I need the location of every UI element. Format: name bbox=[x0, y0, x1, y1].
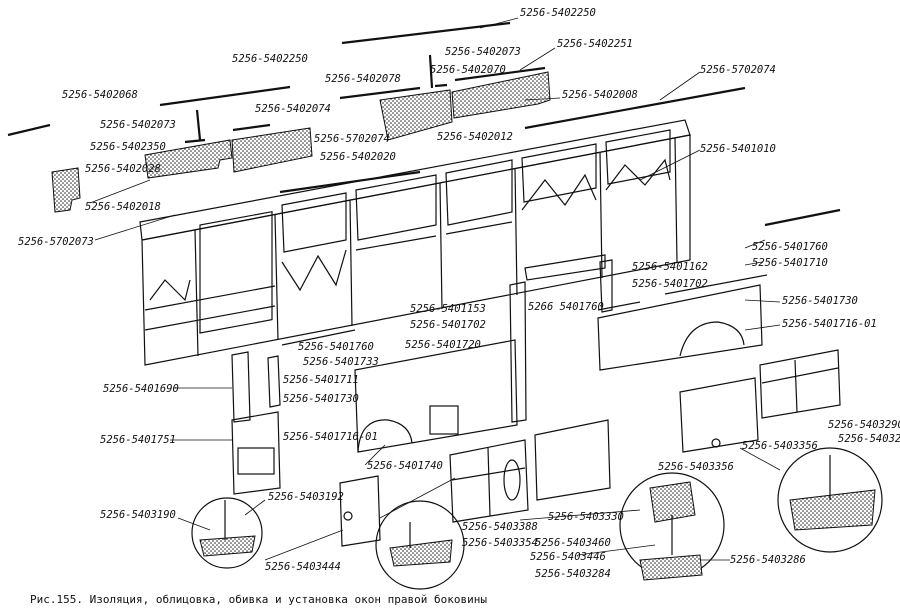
label-l28: 5256-5401716-01 bbox=[782, 318, 877, 330]
label-l30: 5256-5401760 bbox=[298, 341, 374, 353]
label-l39: 5256-5403288 bbox=[838, 433, 900, 445]
label-l29: 5256-5401720 bbox=[405, 339, 481, 351]
label-l50: 5256-5403286 bbox=[730, 554, 806, 566]
label-l10: 5256-5402074 bbox=[255, 103, 331, 115]
label-l20: 5256-5401760 bbox=[752, 241, 828, 253]
label-l46: 5256-5403330 bbox=[548, 511, 624, 523]
label-l32: 5256-5401711 bbox=[283, 374, 359, 386]
label-l22: 5256-5401162 bbox=[632, 261, 708, 273]
side-frame bbox=[139, 119, 691, 366]
label-l19: 5256-5702073 bbox=[18, 236, 94, 248]
label-l26: 5256-5401153 bbox=[410, 303, 486, 315]
part-labels: 5256-5402250 5256-5402073 5256-5402251 5… bbox=[18, 7, 900, 580]
insulation-panels bbox=[51, 71, 551, 213]
label-l03: 5256-5402251 bbox=[557, 38, 633, 50]
label-l05: 5256-5402070 bbox=[430, 64, 506, 76]
label-l17: 5256-5401010 bbox=[700, 143, 776, 155]
label-l45: 5256-5403354 bbox=[462, 537, 538, 549]
figure-caption: Рис.155. Изоляция, облицовка, обивка и у… bbox=[30, 593, 487, 606]
label-l41: 5256-5403356 bbox=[658, 461, 734, 473]
insulation-strips bbox=[7, 21, 841, 227]
label-l09: 5256-5402008 bbox=[562, 89, 638, 101]
label-l12: 5256-5702074 bbox=[314, 133, 390, 145]
label-l21: 5256-5401710 bbox=[752, 257, 828, 269]
label-l23: 5256-5401702 bbox=[632, 278, 708, 290]
label-l49: 5256-5403284 bbox=[535, 568, 611, 580]
window-frames bbox=[339, 349, 841, 547]
label-l35: 5256-5401751 bbox=[100, 434, 176, 446]
label-l48: 5256-5403446 bbox=[530, 551, 606, 563]
label-l18: 5256-5402018 bbox=[85, 201, 161, 213]
label-l14: 5256-5402350 bbox=[90, 141, 166, 153]
label-l15: 5256-5402020 bbox=[320, 151, 396, 163]
label-l02: 5256-5402073 bbox=[445, 46, 521, 58]
label-l13: 5256-5402012 bbox=[437, 131, 513, 143]
label-l08: 5256-5402068 bbox=[62, 89, 138, 101]
label-l36: 5256-5401716-01 bbox=[283, 431, 378, 443]
label-l24: 5266 5401760 bbox=[528, 301, 604, 313]
label-l40: 5256-5403356 bbox=[742, 440, 818, 452]
label-l33: 5256-5401690 bbox=[103, 383, 179, 395]
label-l27: 5256-5401702 bbox=[410, 319, 486, 331]
label-l06: 5256-5402078 bbox=[325, 73, 401, 85]
leader-lines bbox=[89, 17, 781, 561]
label-l43: 5256-5403190 bbox=[100, 509, 176, 521]
side-cladding-panels bbox=[354, 254, 768, 453]
left-panels bbox=[231, 329, 356, 495]
label-l11: 5256-5402073 bbox=[100, 119, 176, 131]
label-l42: 5256-5403192 bbox=[268, 491, 344, 503]
label-l44: 5256-5403388 bbox=[462, 521, 538, 533]
section-detail-circles bbox=[191, 447, 883, 590]
label-l51: 5256-5403444 bbox=[265, 561, 341, 573]
label-l16: 5256-5402028 bbox=[85, 163, 161, 175]
label-l38: 5256-5403290 bbox=[828, 419, 900, 431]
label-l25: 5256-5401730 bbox=[782, 295, 858, 307]
label-l07: 5256-5702074 bbox=[700, 64, 776, 76]
label-l01: 5256-5402250 bbox=[520, 7, 596, 19]
label-l34: 5256-5401730 bbox=[283, 393, 359, 405]
label-l04: 5256-5402250 bbox=[232, 53, 308, 65]
label-l37: 5256-5401740 bbox=[367, 460, 443, 472]
label-l47: 5256-5403460 bbox=[535, 537, 611, 549]
label-l31: 5256-5401733 bbox=[303, 356, 379, 368]
